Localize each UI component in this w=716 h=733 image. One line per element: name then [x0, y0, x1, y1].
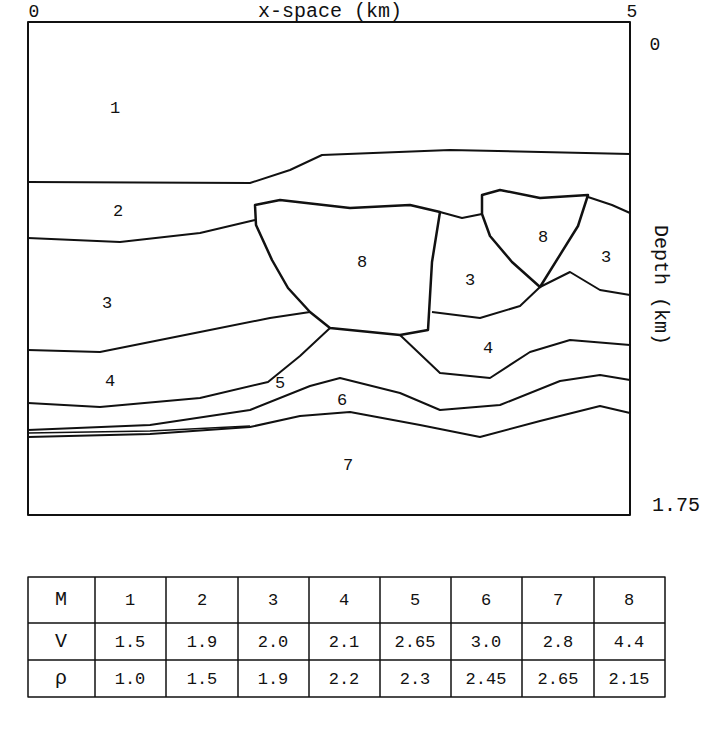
region-number: 3: [102, 295, 112, 312]
table-cell: 1: [125, 592, 135, 609]
table-cell: 2.65: [538, 671, 579, 688]
table-cell: 2.45: [466, 671, 507, 688]
table-cell: 1.5: [115, 634, 146, 651]
table-cell: 2.1: [329, 634, 360, 651]
table-cell: 4: [339, 592, 349, 609]
table-cell: 4.4: [614, 634, 645, 651]
table-cell: 1.5: [187, 671, 218, 688]
region-number: 4: [105, 373, 115, 390]
table-cell: 1.0: [115, 671, 146, 688]
axis-tick: 5: [627, 3, 638, 21]
region-number: 1: [110, 100, 120, 117]
layer-boundary: [28, 150, 630, 183]
table-row-header: M: [55, 590, 67, 610]
table-cell: 7: [553, 592, 563, 609]
table-cell: 2.0: [258, 634, 289, 651]
region-number: 5: [275, 375, 285, 392]
region-number: 6: [337, 392, 347, 409]
layer-boundary: [28, 312, 310, 352]
table-cell: 2: [197, 592, 207, 609]
axis-title: Depth (km): [650, 225, 670, 345]
axis-title: x-space (km): [258, 2, 402, 22]
layer-boundary: [440, 212, 482, 218]
property-table-grid: [28, 577, 665, 697]
region-number: 4: [483, 340, 493, 357]
table-cell: 2.3: [400, 671, 431, 688]
region-number: 7: [343, 457, 353, 474]
table-row-header: V: [55, 632, 67, 652]
layer-boundary: [400, 335, 630, 378]
table-cell: 5: [410, 592, 420, 609]
table-cell: 1.9: [258, 671, 289, 688]
layer-boundary: [28, 220, 255, 242]
table-cell: 3.0: [471, 634, 502, 651]
table-cell: 2.2: [329, 671, 360, 688]
layer-boundary: [28, 406, 630, 437]
table-cell: 2.15: [609, 671, 650, 688]
region-number: 3: [465, 272, 475, 289]
model-frame: [28, 22, 630, 515]
salt-body: [255, 200, 440, 335]
table-cell: 2.8: [543, 634, 574, 651]
region-number: 3: [601, 249, 611, 266]
axis-tick: 0: [29, 3, 40, 21]
region-number: 8: [357, 254, 367, 271]
table-row-header: ρ: [55, 669, 67, 689]
layer-boundary: [432, 287, 540, 318]
table-cell: 8: [624, 592, 634, 609]
axis-tick: 1.75: [652, 496, 700, 516]
axis-tick: 0: [650, 36, 661, 54]
layer-boundary: [28, 426, 250, 433]
table-cell: 3: [268, 592, 278, 609]
table-cell: 6: [481, 592, 491, 609]
layer-boundary: [540, 272, 630, 295]
region-number: 2: [113, 203, 123, 220]
region-number: 8: [538, 229, 548, 246]
table-cell: 2.65: [395, 634, 436, 651]
layer-boundary: [588, 197, 630, 213]
table-cell: 1.9: [187, 634, 218, 651]
